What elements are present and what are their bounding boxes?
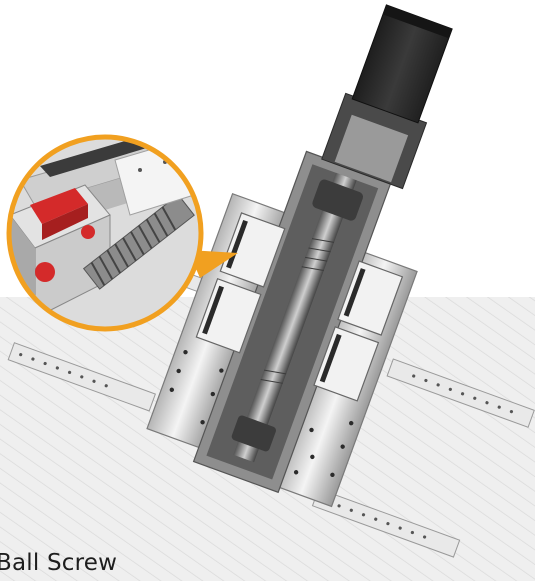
- rail-left: [7, 342, 156, 412]
- zoom-ring: [6, 134, 204, 332]
- red-dot-1: [35, 262, 55, 282]
- caption-title: Ball Screw: [0, 550, 118, 576]
- rail-right: [386, 358, 535, 428]
- actuator-body: [146, 4, 453, 508]
- red-dot-2: [81, 225, 95, 239]
